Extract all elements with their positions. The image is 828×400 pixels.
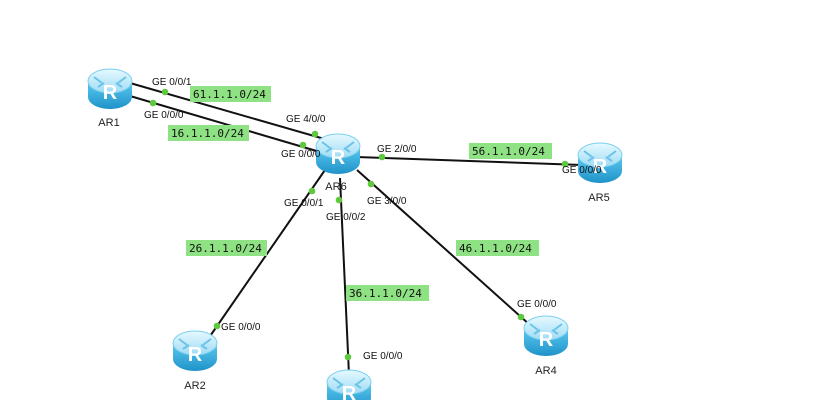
router-icon (315, 133, 361, 175)
router-label-ar1: AR1 (98, 117, 119, 129)
links (129, 82, 583, 376)
link-ar6-ar5[interactable] (355, 156, 583, 166)
port-dots (149, 88, 569, 361)
svg-text:61.1.1.0/24: 61.1.1.0/24 (193, 88, 266, 101)
port-dot (308, 187, 316, 195)
router-ar2[interactable]: AR2 (172, 330, 218, 392)
port-label-ar6-ge001: GE 0/0/1 (284, 198, 324, 209)
link-ar1-ar6-ge000[interactable] (129, 95, 321, 153)
router-label-ar2: AR2 (184, 380, 205, 392)
router-ar1[interactable]: AR1 (87, 68, 133, 129)
port-label-ar6-ge200: GE 2/0/0 (377, 144, 417, 155)
port-label-ar6-ge400: GE 4/0/0 (286, 114, 326, 125)
port-label-ar6-ge000: GE 0/0/0 (281, 149, 321, 160)
svg-text:56.1.1.0/24: 56.1.1.0/24 (472, 145, 545, 158)
svg-text:36.1.1.0/24: 36.1.1.0/24 (349, 287, 422, 300)
svg-text:46.1.1.0/24: 46.1.1.0/24 (459, 242, 532, 255)
link-ar6-ar4[interactable] (356, 169, 531, 326)
port-label-ar3-ge000: GE 0/0/0 (363, 351, 403, 362)
subnet-labels: 61.1.1.0/24 16.1.1.0/24 56.1.1.0/24 26.1… (168, 86, 552, 301)
router-ar3[interactable] (326, 369, 372, 400)
subnet-label-46: 46.1.1.0/24 (456, 240, 539, 256)
router-icon (172, 330, 218, 372)
svg-text:26.1.1.0/24: 26.1.1.0/24 (189, 242, 262, 255)
port-label-ar6-ge002: GE 0/0/2 (326, 212, 366, 223)
router-label-ar4: AR4 (535, 365, 556, 377)
port-label-ar5-ge000: GE 0/0/0 (562, 165, 602, 176)
port-dot (161, 88, 169, 96)
port-label-ar6-ge300: GE 3/0/0 (367, 196, 407, 207)
port-label-ar2-ge000: GE 0/0/0 (221, 322, 261, 333)
port-dot (299, 141, 307, 149)
port-label-ar1-ge000: GE 0/0/0 (144, 110, 184, 121)
port-dot (335, 196, 343, 204)
router-icon (326, 369, 372, 400)
port-dot (344, 353, 352, 361)
port-label-ar4-ge000: GE 0/0/0 (517, 299, 557, 310)
router-label-ar5: AR5 (588, 192, 609, 204)
subnet-label-16: 16.1.1.0/24 (168, 125, 249, 141)
port-dot (378, 153, 386, 161)
router-label-ar6: AR6 (325, 181, 346, 193)
subnet-label-36: 36.1.1.0/24 (346, 285, 429, 301)
subnet-label-61: 61.1.1.0/24 (190, 86, 271, 102)
link-ar6-ar3[interactable] (339, 177, 350, 376)
port-dot (149, 99, 157, 107)
subnet-label-56: 56.1.1.0/24 (469, 143, 552, 159)
router-icon (523, 315, 569, 357)
svg-text:16.1.1.0/24: 16.1.1.0/24 (171, 127, 244, 140)
port-labels: GE 0/0/1 GE 0/0/0 GE 4/0/0 GE 0/0/0 GE 2… (144, 77, 602, 362)
router-icon (87, 68, 133, 110)
port-label-ar1-ge001: GE 0/0/1 (152, 77, 192, 88)
port-dot (213, 322, 221, 330)
port-dot (561, 160, 569, 168)
routers: AR1 AR6 AR5 AR2 AR4 (87, 68, 623, 400)
router-icon (577, 142, 623, 184)
subnet-label-26: 26.1.1.0/24 (186, 240, 267, 256)
port-dot (311, 130, 319, 138)
router-ar4[interactable]: AR4 (523, 315, 569, 377)
port-dot (517, 313, 525, 321)
port-dot (367, 180, 375, 188)
router-ar5[interactable]: AR5 (577, 142, 623, 204)
router-ar6[interactable]: AR6 (315, 133, 361, 193)
